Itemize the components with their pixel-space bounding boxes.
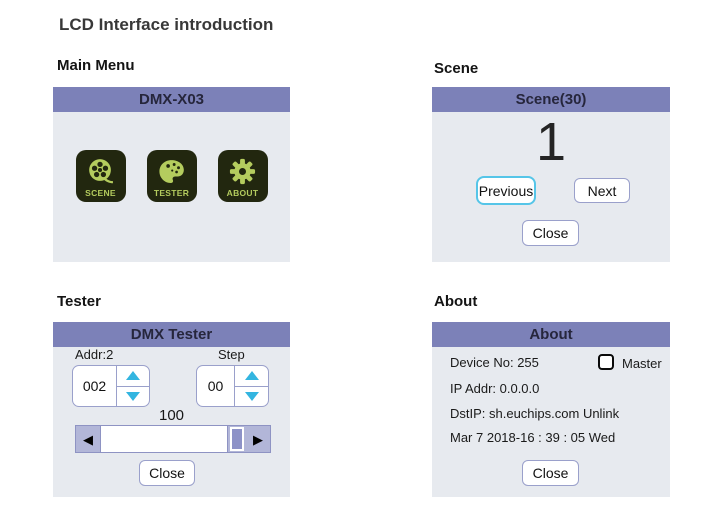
scene-header: Scene(30) <box>432 87 670 112</box>
tester-panel: DMX Tester Addr:2 Step 002 00 100 ◀ ▶ Cl… <box>53 322 290 497</box>
master-checkbox[interactable] <box>598 354 614 370</box>
palette-icon <box>159 160 184 183</box>
addr-increment-button[interactable] <box>117 366 149 387</box>
slider-left-arrow[interactable]: ◀ <box>83 431 93 447</box>
device-no-text: Device No: 255 <box>450 355 539 370</box>
section-label-tester: Tester <box>57 293 101 310</box>
about-panel: About Device No: 255 Master IP Addr: 0.0… <box>432 322 670 497</box>
step-label: Step <box>218 347 245 362</box>
main-menu-header: DMX-X03 <box>53 87 290 112</box>
tester-header: DMX Tester <box>53 322 290 347</box>
page-title: LCD Interface introduction <box>59 15 274 34</box>
main-menu-panel: DMX-X03 SCENE <box>53 87 290 262</box>
arrow-up-icon <box>244 371 259 381</box>
arrow-down-icon <box>244 391 259 401</box>
addr-spinner[interactable]: 002 <box>72 365 150 407</box>
scene-number-display: 1 <box>535 112 567 172</box>
menu-tile-about-label: ABOUT <box>226 188 259 198</box>
step-increment-button[interactable] <box>235 366 268 387</box>
level-value: 100 <box>158 407 185 424</box>
section-label-main-menu: Main Menu <box>57 57 135 74</box>
gear-icon <box>229 158 256 185</box>
arrow-up-icon <box>126 371 140 381</box>
about-close-button[interactable]: Close <box>522 460 579 486</box>
step-spinner-arrows <box>235 366 268 406</box>
addr-label: Addr:2 <box>75 347 114 362</box>
about-header: About <box>432 322 670 347</box>
previous-button[interactable]: Previous <box>476 176 536 205</box>
scene-close-button[interactable]: Close <box>522 220 579 246</box>
menu-tile-scene-label: SCENE <box>85 188 116 198</box>
section-label-about: About <box>434 293 478 310</box>
level-slider[interactable]: ◀ ▶ <box>75 425 271 453</box>
menu-tile-tester-label: TESTER <box>153 188 190 198</box>
slider-track[interactable] <box>100 426 228 452</box>
slider-right-arrow[interactable]: ▶ <box>253 431 263 447</box>
menu-tile-scene[interactable]: SCENE <box>75 150 126 202</box>
addr-decrement-button[interactable] <box>117 387 149 407</box>
addr-value: 002 <box>73 366 117 406</box>
main-menu-icons-row: SCENE TESTER <box>53 150 290 202</box>
datetime-text: Mar 7 2018-16 : 39 : 05 Wed <box>450 430 616 445</box>
master-label: Master <box>622 356 662 371</box>
menu-tile-tester[interactable]: TESTER <box>146 150 197 202</box>
next-button[interactable]: Next <box>574 178 630 203</box>
film-reel-icon <box>89 159 113 184</box>
step-spinner[interactable]: 00 <box>196 365 269 407</box>
arrow-down-icon <box>126 391 140 401</box>
dst-ip-text: DstIP: sh.euchips.com Unlink <box>450 406 620 421</box>
addr-spinner-arrows <box>117 366 149 406</box>
step-decrement-button[interactable] <box>235 387 268 407</box>
slider-thumb[interactable] <box>230 427 244 451</box>
step-value: 00 <box>197 366 235 406</box>
scene-panel: Scene(30) 1 Previous Next Close <box>432 87 670 262</box>
menu-tile-about[interactable]: ABOUT <box>217 150 268 202</box>
tester-close-button[interactable]: Close <box>139 460 195 486</box>
ip-addr-text: IP Addr: 0.0.0.0 <box>450 381 540 396</box>
section-label-scene: Scene <box>434 60 479 77</box>
